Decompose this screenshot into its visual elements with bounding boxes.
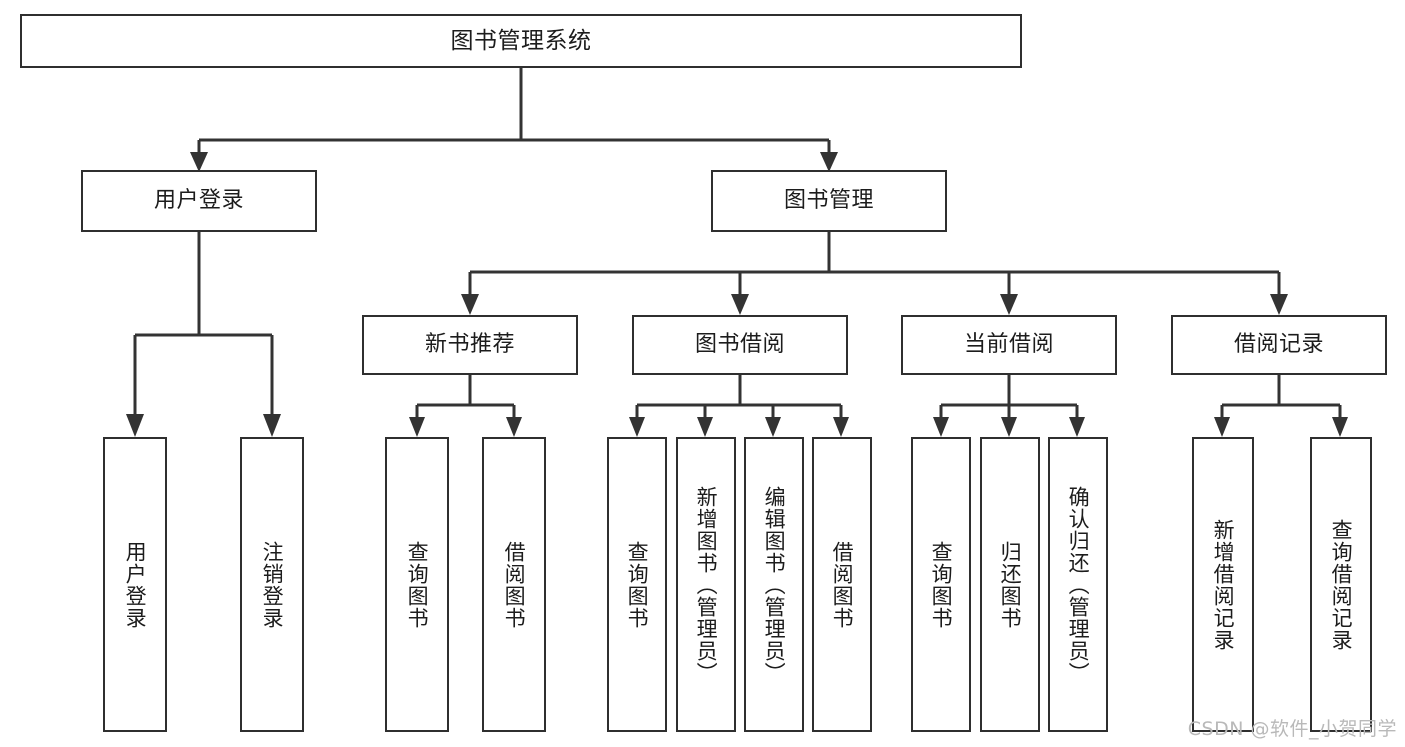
node-label: 图书管理 — [783, 188, 874, 213]
node-user-login[interactable]: 用户登录 — [81, 170, 317, 232]
node-label: 查询图书 — [625, 540, 650, 629]
leaf-user-login-login[interactable]: 用户登录 — [103, 437, 167, 732]
node-label: 借阅记录 — [1233, 332, 1324, 357]
node-label: 确认归还（管理员） — [1066, 485, 1091, 684]
node-label: 查询借阅记录 — [1329, 518, 1354, 651]
node-borrow-record[interactable]: 借阅记录 — [1171, 315, 1387, 375]
node-label: 新书推荐 — [424, 332, 515, 357]
leaf-borrow-add-book-admin[interactable]: 新增图书（管理员） — [676, 437, 736, 732]
node-label: 查询图书 — [929, 540, 954, 629]
leaf-current-return-book[interactable]: 归还图书 — [980, 437, 1040, 732]
leaf-recommend-query-book[interactable]: 查询图书 — [385, 437, 449, 732]
leaf-borrow-borrow-book[interactable]: 借阅图书 — [812, 437, 872, 732]
node-new-book-recommend[interactable]: 新书推荐 — [362, 315, 578, 375]
node-current-borrow[interactable]: 当前借阅 — [901, 315, 1117, 375]
node-book-management[interactable]: 图书管理 — [711, 170, 947, 232]
node-label: 图书管理系统 — [450, 27, 592, 54]
node-label: 借阅图书 — [502, 540, 527, 629]
node-label: 图书借阅 — [694, 332, 785, 357]
node-label: 当前借阅 — [963, 332, 1054, 357]
node-label: 注销登录 — [260, 540, 285, 629]
node-label: 归还图书 — [998, 540, 1023, 629]
leaf-current-query-book[interactable]: 查询图书 — [911, 437, 971, 732]
node-root-library-system[interactable]: 图书管理系统 — [20, 14, 1022, 68]
node-label: 借阅图书 — [830, 540, 855, 629]
node-label: 用户登录 — [123, 540, 148, 629]
node-label: 编辑图书（管理员） — [762, 485, 787, 684]
node-label: 新增图书（管理员） — [694, 485, 719, 684]
node-book-borrow[interactable]: 图书借阅 — [632, 315, 848, 375]
node-label: 新增借阅记录 — [1211, 518, 1236, 651]
leaf-borrow-edit-book-admin[interactable]: 编辑图书（管理员） — [744, 437, 804, 732]
leaf-recommend-borrow-book[interactable]: 借阅图书 — [482, 437, 546, 732]
leaf-user-login-logout[interactable]: 注销登录 — [240, 437, 304, 732]
leaf-current-confirm-return-admin[interactable]: 确认归还（管理员） — [1048, 437, 1108, 732]
watermark: CSDN @软件_小贺同学 — [1187, 718, 1397, 740]
leaf-borrow-query-book[interactable]: 查询图书 — [607, 437, 667, 732]
node-label: 查询图书 — [405, 540, 430, 629]
node-label: 用户登录 — [153, 188, 244, 213]
leaf-record-add-record[interactable]: 新增借阅记录 — [1192, 437, 1254, 732]
leaf-record-query-record[interactable]: 查询借阅记录 — [1310, 437, 1372, 732]
